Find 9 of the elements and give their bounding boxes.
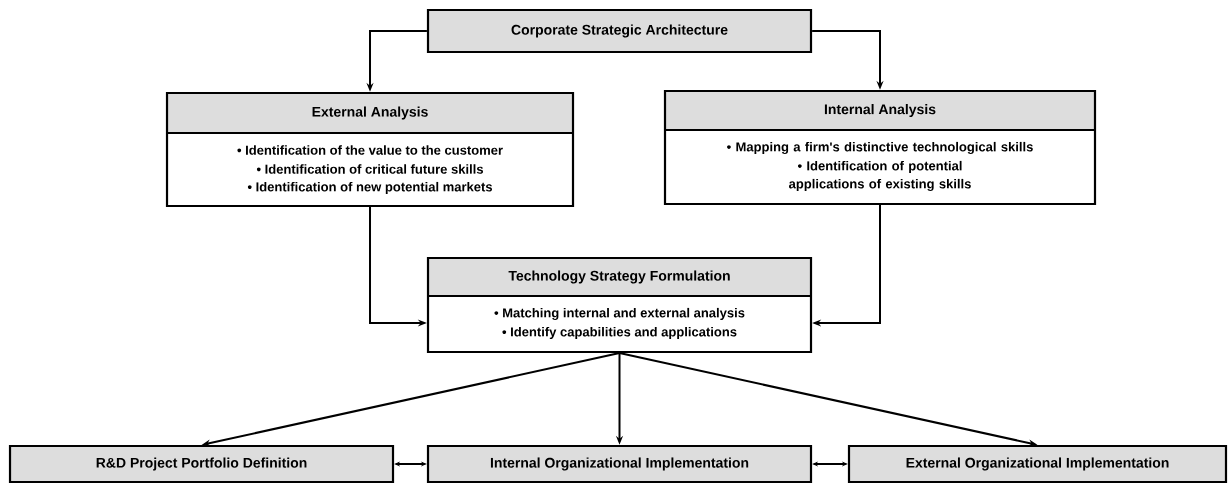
title-box: R&D Project Portfolio Definition: [8, 444, 395, 484]
process-box: Internal Analysis • Mapping a firm's distinctive technological skills • Identification of potential applications of existing skills: [663, 89, 1097, 206]
arrow: [394, 461, 427, 467]
title-box: External Organizational Implementation: [847, 444, 1228, 484]
title-box: Internal Organizational Implementation: [426, 444, 813, 484]
arrow: [812, 461, 848, 467]
title-box: Corporate Strategic Architecture: [426, 8, 813, 54]
process-box: External Analysis • Identification of the value to the customer • Identification of critical future skills • Identification of new potential markets: [165, 91, 575, 208]
process-box: Technology Strategy Formulation • Matching internal and external analysis • Identify capabilities and applications: [426, 256, 813, 354]
